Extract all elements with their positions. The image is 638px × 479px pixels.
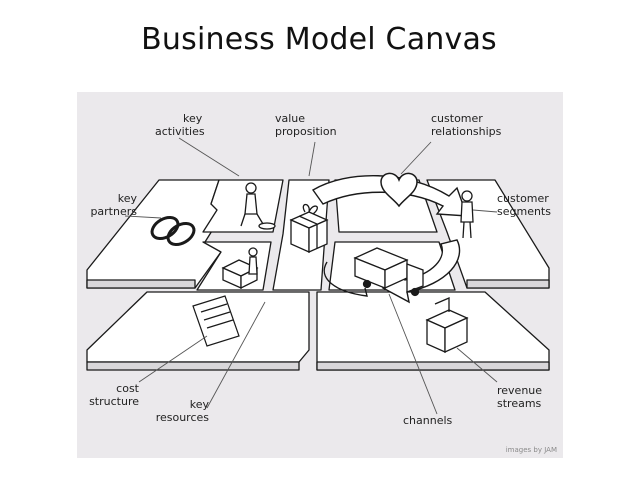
label-revenue-streams: revenue streams bbox=[497, 384, 543, 410]
slide-title: Business Model Canvas bbox=[141, 22, 497, 57]
gift-icon bbox=[289, 203, 329, 254]
label-key-resources: key resources bbox=[155, 398, 209, 424]
label-key-partners: key partners bbox=[90, 192, 137, 218]
business-model-canvas: key activities value proposition custome… bbox=[77, 92, 563, 458]
cash-register-icon bbox=[425, 297, 469, 354]
key-activities-block bbox=[202, 179, 284, 233]
image-credit: images by JAM bbox=[505, 446, 557, 454]
receipt-icon bbox=[192, 295, 240, 347]
label-channels: channels bbox=[403, 414, 453, 427]
label-cost-structure: cost structure bbox=[89, 382, 139, 408]
heart-icon bbox=[380, 172, 418, 208]
label-value-proposition: value proposition bbox=[275, 112, 337, 138]
person-icon bbox=[460, 190, 474, 239]
truck-icon bbox=[353, 247, 424, 297]
label-customer-segments: customer segments bbox=[497, 192, 551, 218]
label-key-activities: key activities bbox=[155, 112, 205, 138]
canvas-illustration bbox=[86, 137, 550, 415]
machine-icon bbox=[221, 247, 259, 290]
worker-icon bbox=[240, 182, 276, 230]
label-customer-relationships: customer relationships bbox=[431, 112, 502, 138]
cost-structure-block bbox=[86, 291, 310, 363]
rings-icon bbox=[150, 216, 196, 246]
